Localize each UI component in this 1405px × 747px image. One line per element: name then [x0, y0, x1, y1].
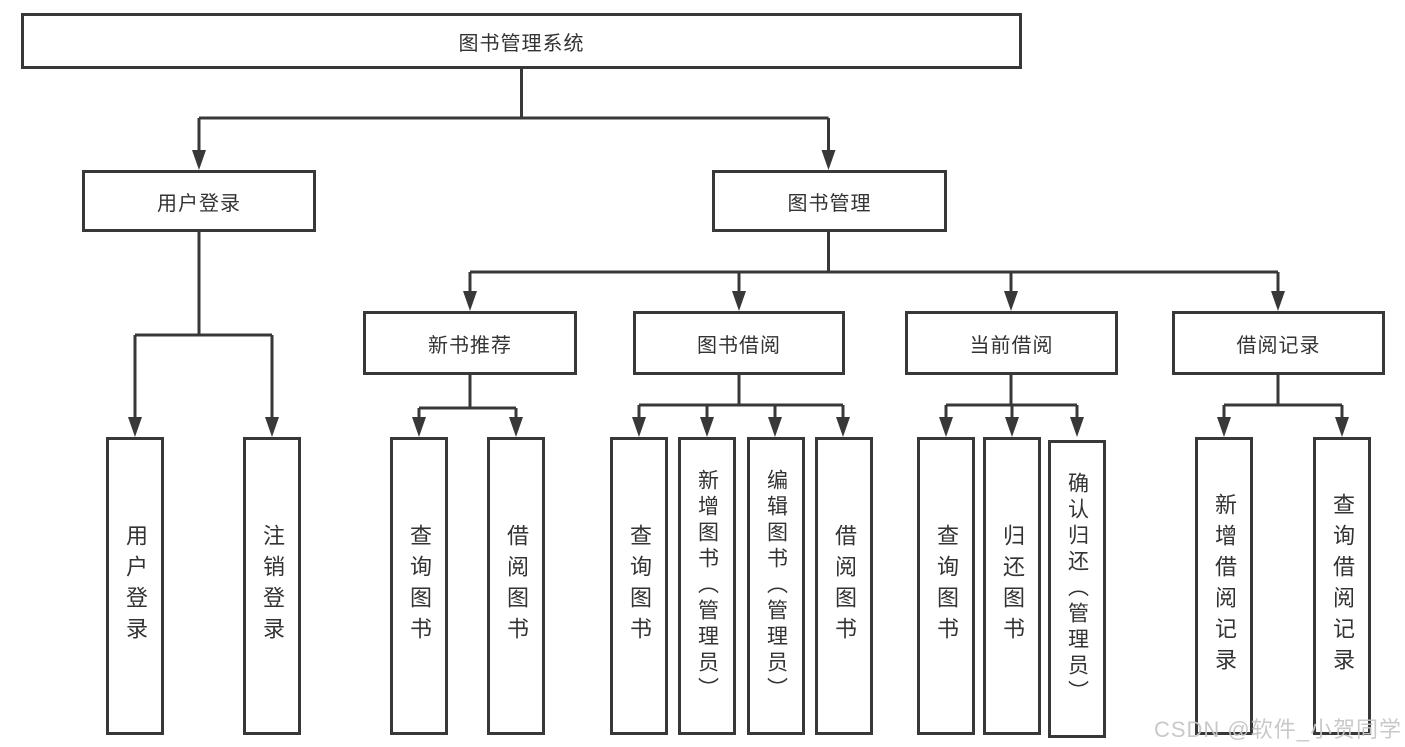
leaf-record-query-label: 查询借阅记录: [1330, 493, 1355, 679]
leaf-borrow-query: 查询图书: [610, 437, 668, 735]
leaf-current-query-label: 查询图书: [934, 524, 959, 648]
leaf-current-confirm: 确认归还（管理员）: [1048, 440, 1106, 738]
leaf-newbook-query: 查询图书: [390, 437, 448, 735]
edge-borrowrecord-to-leaves: [1222, 375, 1344, 418]
edge-userlogin-to-leaves: [133, 232, 274, 418]
leaf-user-login-label: 用户登录: [123, 524, 148, 648]
node-borrow-record-label: 借阅记录: [1236, 334, 1321, 357]
node-book-borrow: 图书借阅: [633, 311, 845, 375]
leaf-borrow-borrow: 借阅图书: [815, 437, 873, 735]
leaf-borrow-borrow-label: 借阅图书: [832, 524, 857, 648]
leaf-user-login: 用户登录: [106, 437, 164, 735]
leaf-borrow-edit-label: 编辑图书（管理员）: [764, 469, 788, 703]
leaf-newbook-borrow-label: 借阅图书: [504, 524, 529, 648]
arrowheads: [128, 150, 1349, 437]
leaf-newbook-query-label: 查询图书: [407, 524, 432, 648]
leaf-logout: 注销登录: [243, 437, 301, 735]
csdn-watermark: CSDN @软件_小贺同学: [1153, 717, 1402, 742]
edge-newbook-to-leaves: [417, 375, 518, 418]
node-root-label: 图书管理系统: [458, 32, 585, 55]
node-current-borrow-label: 当前借阅: [969, 334, 1054, 357]
node-root: 图书管理系统: [21, 13, 1022, 69]
node-current-borrow: 当前借阅: [905, 311, 1118, 375]
leaf-current-confirm-label: 确认归还（管理员）: [1065, 472, 1089, 706]
node-new-book-label: 新书推荐: [428, 334, 512, 357]
node-user-login-label: 用户登录: [157, 192, 241, 215]
edge-bookborrow-to-leaves: [637, 375, 845, 418]
node-user-login: 用户登录: [82, 170, 316, 232]
edge-root-to-level2: [197, 69, 830, 151]
node-book-mgmt-label: 图书管理: [787, 192, 872, 215]
leaf-borrow-add: 新增图书（管理员）: [678, 437, 736, 735]
leaf-current-query: 查询图书: [917, 437, 975, 735]
node-book-mgmt: 图书管理: [712, 170, 947, 232]
leaf-record-add-label: 新增借阅记录: [1212, 493, 1237, 679]
node-borrow-record: 借阅记录: [1172, 311, 1385, 375]
leaf-borrow-add-label: 新增图书（管理员）: [695, 469, 719, 703]
edge-currentborrow-to-leaves: [944, 375, 1079, 418]
leaf-record-add: 新增借阅记录: [1195, 437, 1253, 735]
leaf-newbook-borrow: 借阅图书: [487, 437, 545, 735]
node-new-book: 新书推荐: [363, 311, 577, 375]
edge-bookmgmt-to-level3: [468, 232, 1280, 292]
node-book-borrow-label: 图书借阅: [697, 334, 781, 357]
leaf-current-return: 归还图书: [983, 437, 1041, 735]
leaf-logout-label: 注销登录: [260, 524, 285, 648]
leaf-current-return-label: 归还图书: [1000, 524, 1025, 648]
leaf-borrow-query-label: 查询图书: [627, 524, 652, 648]
leaf-record-query: 查询借阅记录: [1313, 437, 1371, 735]
leaf-borrow-edit: 编辑图书（管理员）: [747, 437, 805, 735]
